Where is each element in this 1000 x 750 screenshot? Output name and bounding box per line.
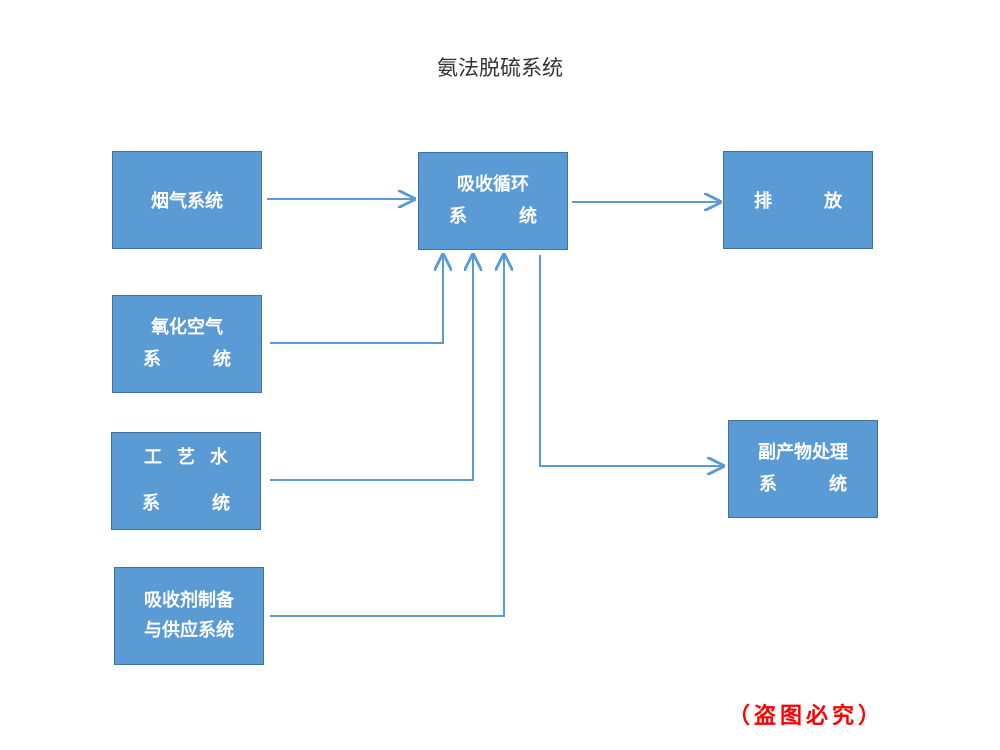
node-process-water-system: 工 艺 水 系 统 [111,432,261,530]
arrow-absorption-to-byproduct [539,255,723,466]
diagram-title: 氨法脱硫系统 [437,56,563,80]
node-absorbent-supply-system: 吸收剂制备 与供应系统 [114,567,264,665]
node-byproduct-treatment-system: 副产物处理 系 统 [728,420,878,518]
node-discharge: 排 放 [723,151,873,249]
node-absorption-cycle-system: 吸收循环 系 统 [418,152,568,250]
arrow-oxidation-air-to-absorption [270,255,443,344]
arrow-process-water-to-absorption [270,255,473,481]
node-flue-gas-system: 烟气系统 [112,151,262,249]
arrow-absorbent-to-absorption [270,255,504,617]
node-oxidation-air-system: 氧化空气 系 统 [112,295,262,393]
copyright-watermark: （盗图必究） [728,704,885,729]
